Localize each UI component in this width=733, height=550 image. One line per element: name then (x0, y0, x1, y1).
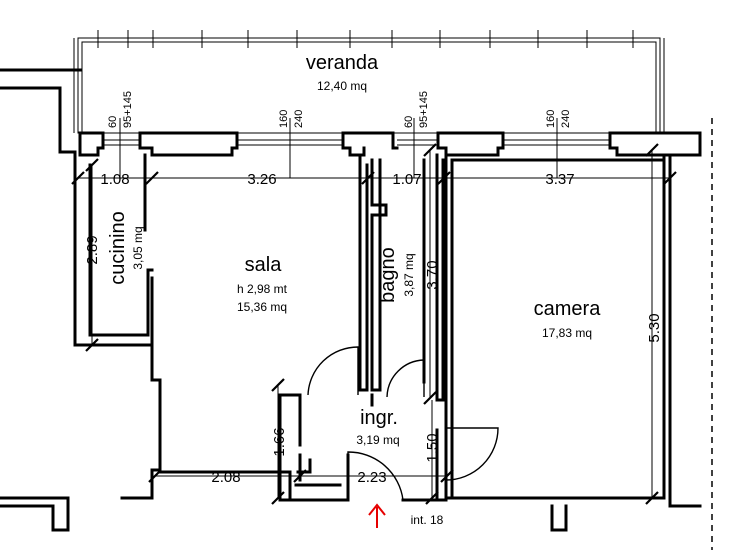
dim-sala-lower-width: 2.08 (211, 469, 240, 486)
room-area-sala: 15,36 mq (237, 300, 287, 314)
room-name-bagno: bagno (377, 247, 399, 303)
dim-sala-width: 3.26 (247, 171, 276, 188)
room-area-cucinino: 3,05 mq (131, 226, 145, 269)
window-4-size: 240 (560, 110, 572, 128)
dimension-lines (71, 118, 677, 505)
entrance-label: int. 18 (411, 513, 444, 527)
labels: veranda 12,40 mq cucinino 3,05 mq sala h… (84, 52, 663, 527)
veranda-outline (73, 30, 665, 134)
dim-camera-width: 3.37 (545, 171, 574, 188)
room-area-veranda: 12,40 mq (317, 79, 367, 93)
window-3-size: 95+145 (418, 91, 430, 128)
dim-ingresso-depth-left: 1.66 (271, 427, 288, 456)
dim-ingresso-depth-right: 1.50 (424, 433, 441, 462)
dim-camera-depth: 5.30 (646, 313, 663, 342)
dim-ingresso-width: 2.23 (357, 469, 386, 486)
window-3-sill: 60 (403, 116, 415, 128)
room-height-sala: h 2,98 mt (237, 282, 288, 296)
window-1-sill: 60 (107, 116, 119, 128)
doors (307, 346, 499, 501)
window-4-sill: 160 (545, 110, 557, 128)
dim-cucinino-width: 1.08 (100, 171, 129, 188)
dim-cucinino-depth: 2.89 (84, 235, 101, 264)
window-1-size: 95+145 (122, 91, 134, 128)
bagno-walls (358, 153, 454, 500)
room-name-ingresso: ingr. (360, 407, 398, 429)
room-name-veranda: veranda (306, 52, 379, 74)
facade-wall (78, 131, 702, 157)
cucinino-walls (73, 153, 154, 347)
room-name-camera: camera (534, 298, 602, 320)
external-walls (0, 68, 713, 550)
room-area-ingresso: 3,19 mq (356, 433, 399, 447)
room-area-camera: 17,83 mq (542, 326, 592, 340)
camera-walls (450, 153, 702, 508)
room-name-cucinino: cucinino (107, 211, 129, 284)
room-area-bagno: 3,87 mq (402, 253, 416, 296)
dim-bagno-width: 1.07 (392, 171, 421, 188)
entrance-arrow-icon (368, 503, 386, 528)
window-2-sill: 160 (278, 110, 290, 128)
room-name-sala: sala (245, 254, 283, 276)
dim-bagno-depth: 3.70 (424, 260, 441, 289)
window-2-size: 240 (293, 110, 305, 128)
